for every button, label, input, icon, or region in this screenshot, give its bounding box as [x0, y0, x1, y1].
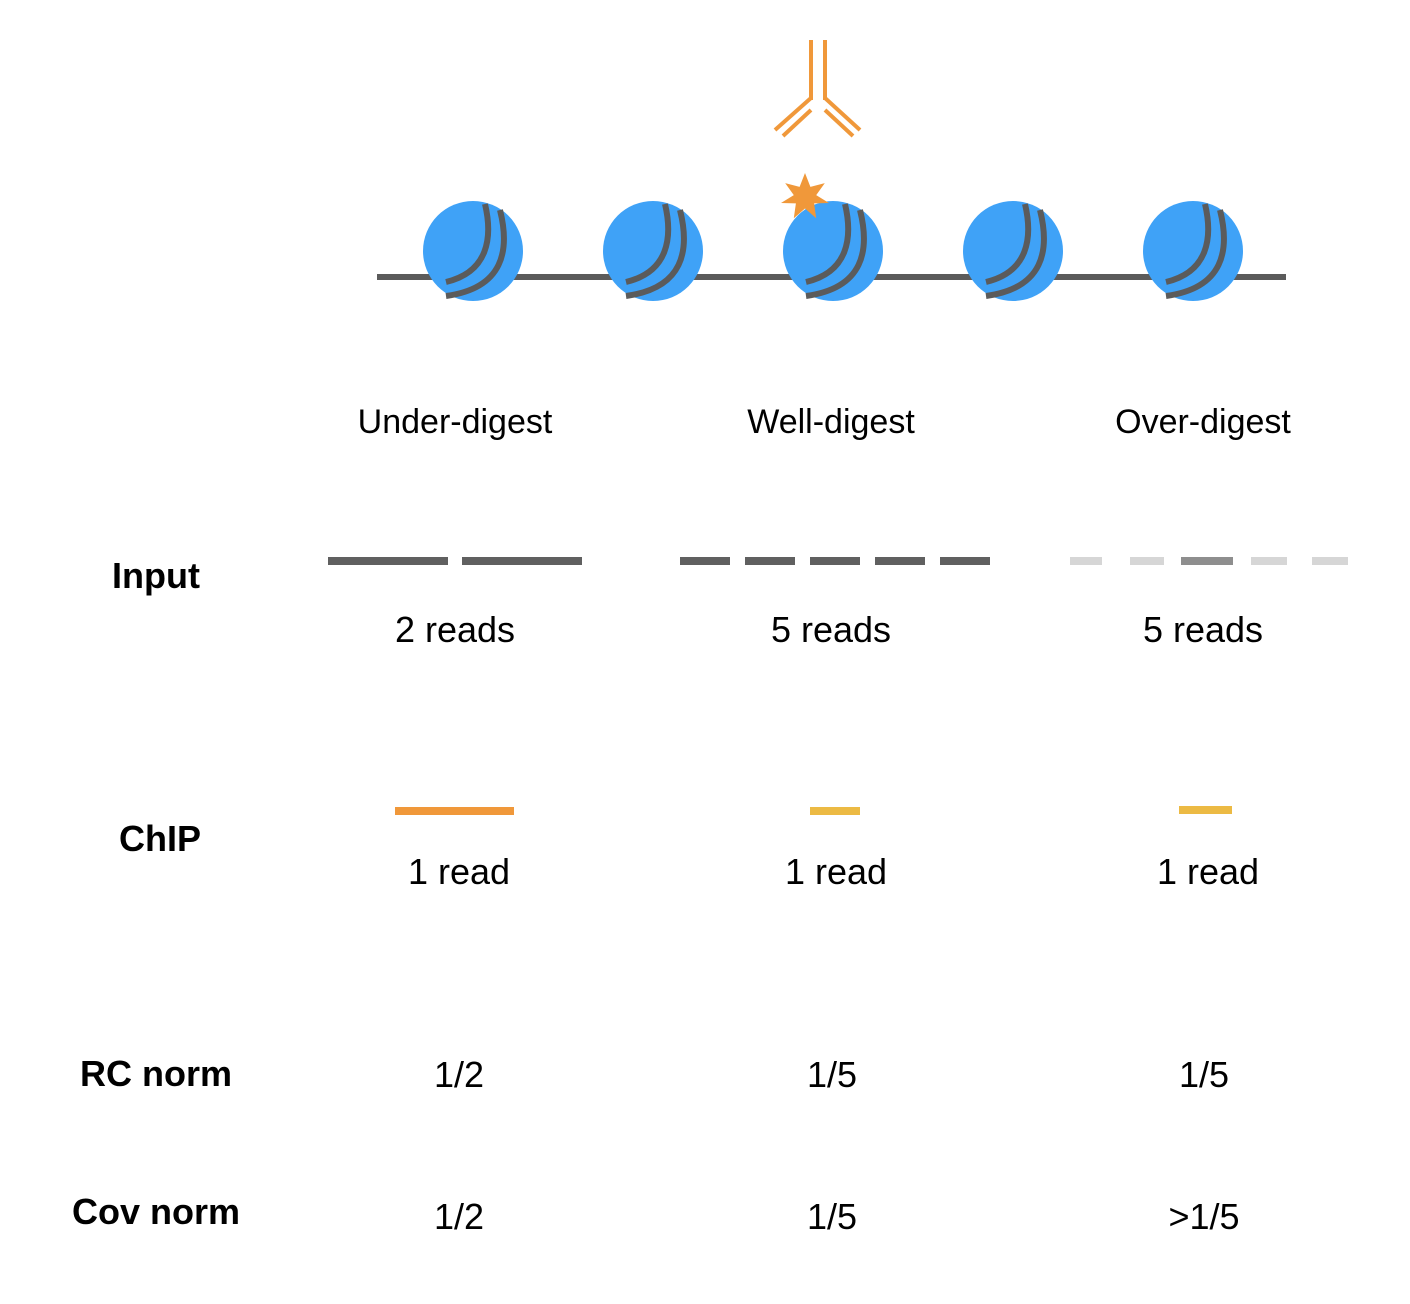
- nucleosome-icon: [963, 201, 1063, 301]
- row-heading-input: Input: [112, 555, 200, 596]
- row-heading-chip: ChIP: [118, 818, 202, 859]
- nucleosome-4: [963, 201, 1063, 301]
- nucleosome-icon: [423, 201, 523, 301]
- column-heading-under: Under-digest: [357, 403, 553, 441]
- nucleosome-2: [603, 201, 703, 301]
- column-heading-well: Well-digest: [747, 403, 915, 441]
- nucleosome-5: [1143, 201, 1243, 301]
- input-read-count-well: 5 reads: [770, 609, 892, 650]
- nucleosome-icon: [1143, 201, 1243, 301]
- rc-norm-over: 1/5: [1178, 1054, 1230, 1095]
- input-read-count-over: 5 reads: [1142, 609, 1264, 650]
- row-heading-cov-norm: Cov norm: [71, 1191, 241, 1232]
- row-heading-rc-norm: RC norm: [80, 1053, 232, 1094]
- input-read-count-under: 2 reads: [394, 609, 516, 650]
- cov-norm-well: 1/5: [806, 1196, 858, 1237]
- antibody-icon: [773, 40, 862, 138]
- chip-read-count-well: 1 read: [784, 851, 888, 892]
- histone-mark-star-icon: [781, 173, 829, 219]
- nucleosome-icon: [783, 201, 883, 301]
- chip-read-count-under: 1 read: [407, 851, 511, 892]
- cov-norm-under: 1/2: [433, 1196, 485, 1237]
- column-heading-over: Over-digest: [1115, 403, 1291, 441]
- chip-read-count-over: 1 read: [1156, 851, 1260, 892]
- cov-norm-over: >1/5: [1168, 1196, 1240, 1237]
- rc-norm-well: 1/5: [806, 1054, 858, 1095]
- rc-norm-under: 1/2: [433, 1054, 485, 1095]
- nucleosome-3: [783, 201, 883, 301]
- nucleosome-1: [423, 201, 523, 301]
- nucleosome-icon: [603, 201, 703, 301]
